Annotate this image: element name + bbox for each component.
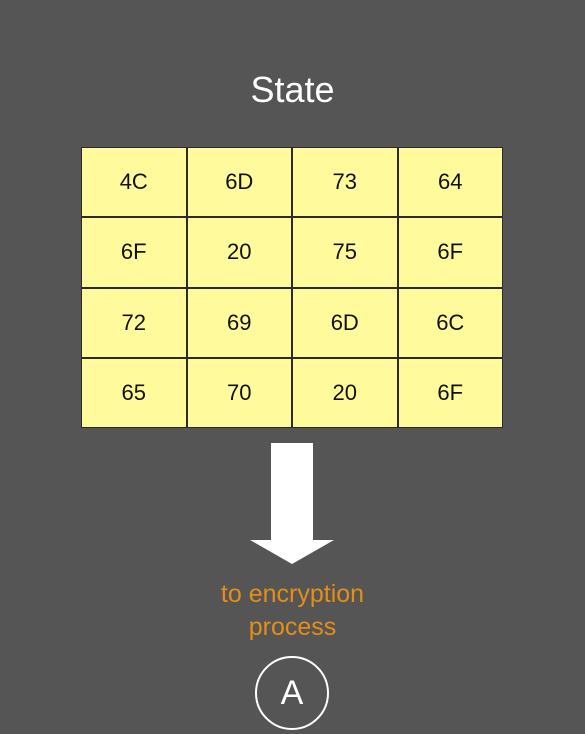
state-cell-r3-c4: 6C bbox=[398, 288, 502, 357]
diagram-title: State bbox=[250, 69, 335, 110]
state-cell-r4-c2: 70 bbox=[187, 358, 291, 427]
flow-caption-line-1: to encryption bbox=[220, 580, 365, 608]
state-cell-r2-c3: 75 bbox=[293, 218, 397, 287]
flow-caption: to encryption process bbox=[0, 578, 585, 644]
state-cell-r3-c2: 69 bbox=[187, 288, 291, 357]
state-cell-r2-c4: 6F bbox=[398, 218, 502, 287]
down-arrow-icon bbox=[250, 443, 334, 564]
state-cell-r4-c4: 6F bbox=[398, 358, 502, 427]
flow-caption-line-2: process bbox=[248, 613, 337, 641]
state-cell-r2-c2: 20 bbox=[187, 218, 291, 287]
state-cell-r3-c3: 6D bbox=[293, 288, 397, 357]
state-cell-r1-c1: 4C bbox=[82, 148, 186, 217]
state-cell-r1-c4: 64 bbox=[398, 148, 502, 217]
state-cell-r4-c3: 20 bbox=[293, 358, 397, 427]
state-cell-r1-c3: 73 bbox=[293, 148, 397, 217]
state-cell-r2-c1: 6F bbox=[82, 218, 186, 287]
state-cell-r4-c1: 65 bbox=[82, 358, 186, 427]
connector-node-a: A bbox=[255, 656, 329, 730]
state-cell-r1-c2: 6D bbox=[187, 148, 291, 217]
state-cell-r3-c1: 72 bbox=[82, 288, 186, 357]
down-arrow-shape bbox=[250, 443, 334, 564]
state-grid: 4C 6D 73 64 6F 20 75 6F 72 69 6D 6C 65 7… bbox=[81, 147, 503, 428]
